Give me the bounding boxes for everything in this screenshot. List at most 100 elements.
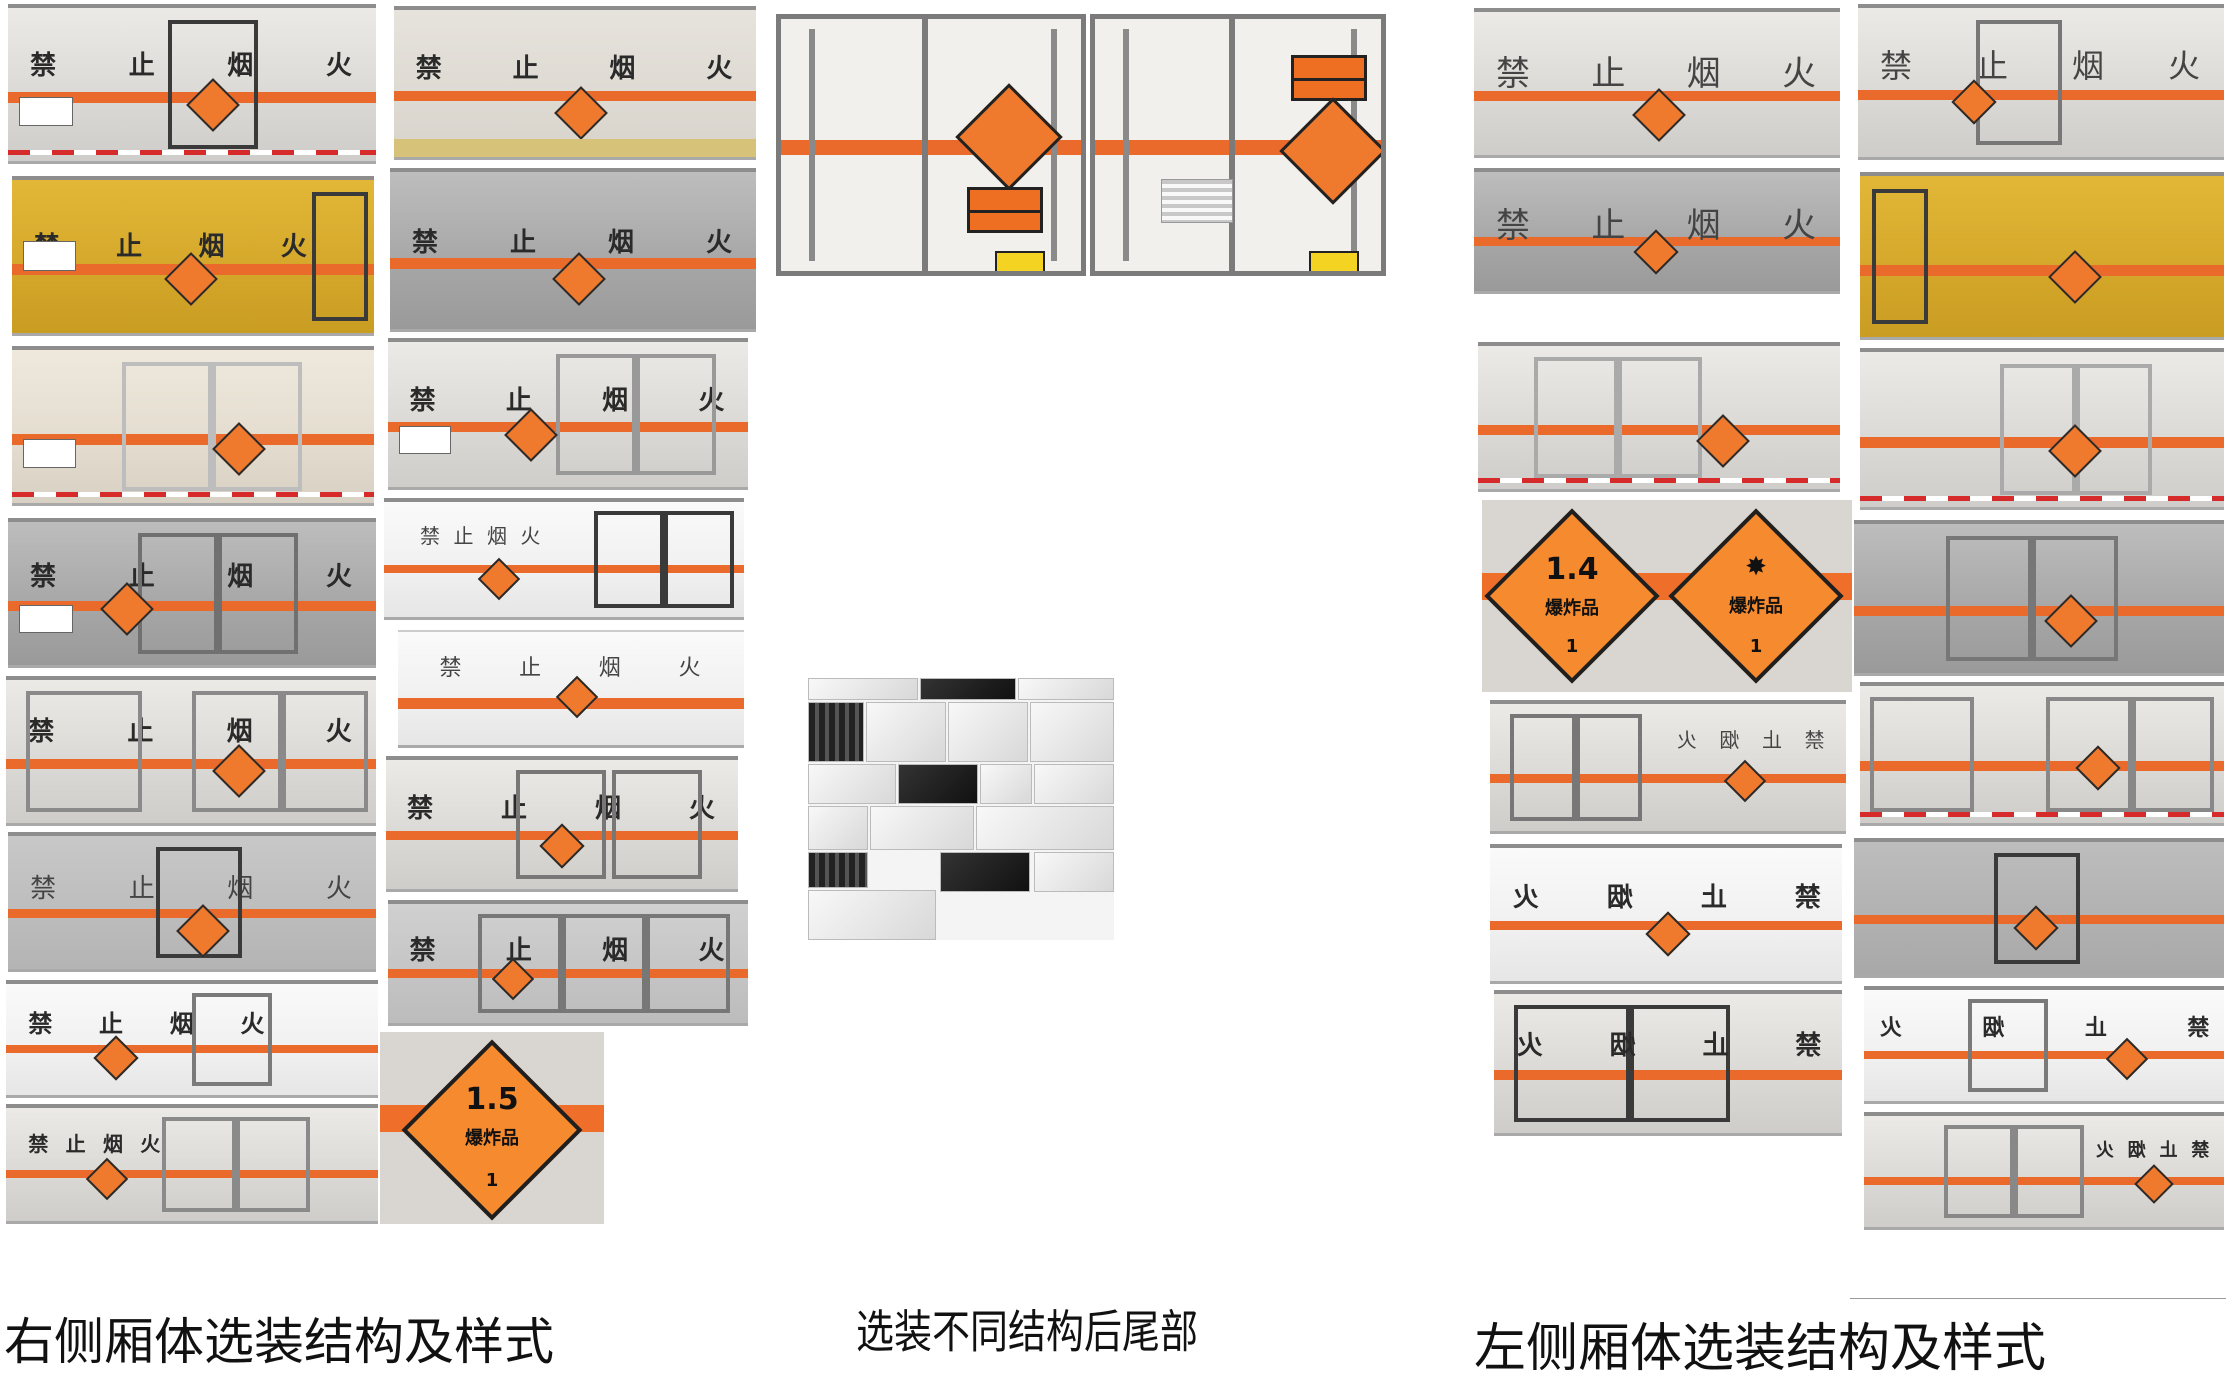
hazard-diamond-icon — [555, 675, 599, 719]
sign-explosive-panel: ✸ 爆炸品 1 — [1660, 500, 1852, 692]
char-3: 烟 — [609, 54, 638, 85]
right-panel-4: 禁 止 烟 火 — [8, 518, 376, 668]
orange-stripe — [384, 565, 744, 574]
char-1: 禁 — [2185, 1015, 2210, 1041]
orange-stripe — [1854, 605, 2224, 617]
lock-bar — [809, 29, 815, 261]
no-smoking-text: 禁 止 烟 火 — [1496, 198, 1818, 247]
hazard-diamond-icon — [1696, 414, 1750, 468]
left-panel-10 — [1854, 520, 2224, 676]
char-4: 火 — [520, 524, 543, 549]
side-door — [192, 992, 272, 1087]
info-plaque — [22, 438, 76, 469]
char-4: 火 — [1514, 1030, 1543, 1061]
side-door-left — [1946, 535, 2032, 662]
char-2: 止 — [128, 873, 157, 904]
fridge-unit-image — [920, 678, 1016, 700]
no-smoking-text: 禁 止 烟 火 — [28, 711, 354, 748]
char-2: 止 — [65, 1132, 88, 1157]
orange-stripe — [1858, 89, 2224, 101]
side-door-left — [516, 770, 606, 879]
fridge-unit-image — [976, 806, 1114, 850]
fridge-unit-image — [1034, 852, 1114, 892]
right-panel-7: 禁 止 烟 火 — [6, 980, 378, 1098]
side-door-right — [1618, 357, 1702, 478]
right-panel-14: 禁 止 烟 火 — [386, 756, 738, 892]
no-smoking-text: 禁 止 烟 火 — [28, 1004, 266, 1039]
right-panel-6: 禁 止 烟 火 — [8, 832, 376, 972]
left-panel-3 — [1478, 342, 1840, 492]
char-4: 火 — [240, 1009, 267, 1038]
char-3: 烟 — [598, 656, 623, 682]
right-panel-5: 禁 止 烟 火 — [6, 676, 376, 826]
char-2: 止 — [512, 54, 541, 85]
side-door-left — [1514, 1005, 1630, 1122]
char-2: 止 — [501, 794, 530, 825]
side-door-right — [612, 770, 702, 879]
char-1: 禁 — [407, 794, 436, 825]
char-4: 火 — [280, 231, 309, 262]
char-4: 火 — [325, 873, 354, 904]
compat-group: 1 — [1749, 636, 1763, 657]
orange-stripe — [1494, 1070, 1842, 1081]
fridge-unit-image — [808, 890, 936, 940]
no-smoking-text: 禁 止 烟 火 — [1880, 41, 2202, 87]
char-2: 止 — [1975, 46, 2010, 85]
side-door — [1968, 998, 2048, 1093]
hazard-diamond-icon — [2134, 1164, 2174, 1204]
orange-stripe — [1860, 761, 2224, 771]
char-4: 火 — [1511, 883, 1540, 914]
left-panel-14: 禁 止 烟 火 — [1864, 1112, 2224, 1230]
rear-view-2 — [1090, 14, 1386, 276]
side-door-right — [1630, 1005, 1730, 1122]
danger-label — [995, 251, 1045, 271]
side-door-2 — [2046, 696, 2132, 813]
char-2: 止 — [509, 228, 538, 259]
char-1: 禁 — [1495, 54, 1532, 95]
char-3: 烟 — [602, 936, 631, 967]
char-1: 禁 — [1802, 728, 1825, 753]
fridge-unit-image — [1018, 678, 1114, 700]
hazard-diamond-icon — [2105, 1037, 2149, 1081]
no-smoking-text: 禁 止 烟 火 — [412, 222, 734, 259]
orange-stripe — [388, 421, 748, 432]
hazard-diamond-icon — [85, 1157, 129, 1201]
side-door-left — [122, 362, 212, 491]
fridge-unit-image — [808, 702, 864, 762]
char-3: 烟 — [486, 524, 509, 549]
side-door-2 — [562, 913, 646, 1014]
fridge-unit-image — [808, 806, 868, 850]
side-door-1 — [478, 913, 562, 1014]
no-smoking-text-mirrored: 禁 止 烟 火 — [1878, 1010, 2209, 1042]
side-door — [168, 20, 258, 149]
hazard-diamond-icon — [477, 557, 521, 601]
fridge-unit-image — [808, 852, 868, 888]
right-panel-15: 禁 止 烟 火 — [388, 900, 748, 1026]
char-1: 禁 — [1793, 1030, 1822, 1061]
char-3: 烟 — [226, 717, 255, 748]
char-2: 止 — [116, 231, 145, 262]
char-1: 禁 — [415, 54, 444, 85]
fridge-unit-image — [940, 852, 1030, 892]
side-door-left — [1510, 714, 1576, 821]
char-1: 禁 — [28, 1009, 55, 1038]
char-2: 止 — [1700, 1030, 1729, 1061]
fridge-unit-image — [866, 702, 946, 762]
no-smoking-text: 禁 止 烟 火 — [1496, 46, 1818, 95]
caption-rule — [1850, 1298, 2226, 1299]
side-door — [156, 846, 242, 959]
sign-1-5-panel: 1.5 爆炸品 1 — [380, 1032, 604, 1224]
char-3: 烟 — [227, 562, 256, 593]
side-door-right — [1576, 714, 1642, 821]
rear-view-1 — [776, 14, 1086, 276]
hazard-diamond-icon — [1723, 759, 1767, 803]
orange-stripe — [1860, 264, 2224, 276]
reflective-strip — [12, 492, 374, 497]
char-2: 止 — [2157, 1139, 2178, 1161]
no-smoking-text: 禁 止 烟 火 — [410, 380, 727, 417]
no-smoking-text: 禁 止 烟 火 — [440, 650, 703, 682]
char-1: 禁 — [1495, 206, 1532, 247]
no-smoking-text: 禁 止 烟 火 — [416, 48, 735, 85]
no-smoking-text: 禁 止 烟 火 — [420, 520, 542, 549]
char-3: 烟 — [602, 385, 631, 416]
